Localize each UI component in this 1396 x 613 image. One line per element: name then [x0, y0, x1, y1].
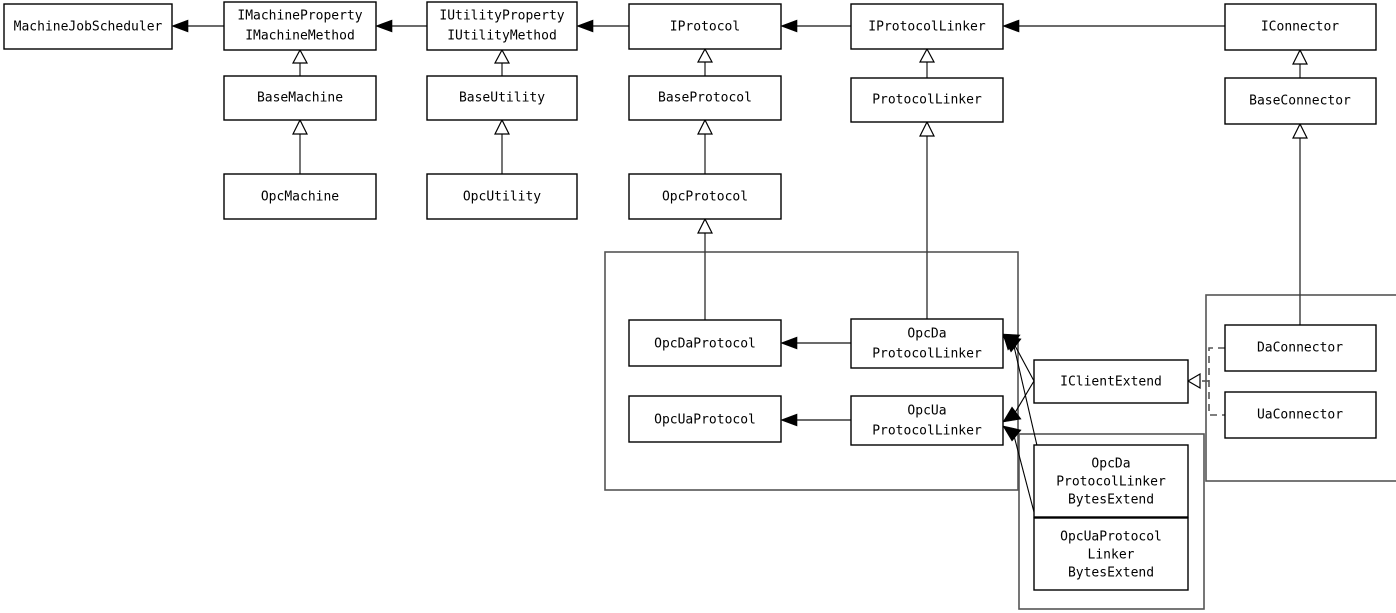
class-label: ProtocolLinker — [872, 93, 982, 108]
class-opcdaprotocol[interactable]: OpcDaProtocol — [628, 319, 782, 367]
class-label: OpcUaProtocol — [654, 413, 756, 428]
class-opcuaprotocollinker[interactable]: OpcUa ProtocolLinker — [850, 395, 1004, 446]
arrowhead-iutility — [576, 19, 594, 33]
class-opcuaprotocollinkerbytesextend[interactable]: OpcUaProtocol Linker BytesExtend — [1033, 517, 1189, 591]
triangle-baseutility — [494, 118, 510, 135]
class-label: MachineJobScheduler — [14, 20, 163, 35]
class-imachineproperty[interactable]: IMachineProperty IMachineMethod — [223, 1, 377, 51]
arrowhead-iprotocol — [780, 19, 798, 33]
arrowhead-opcualinker-from-bytesextend — [1002, 425, 1022, 442]
class-label-line2: IUtilityMethod — [447, 29, 557, 44]
class-label: IConnector — [1261, 20, 1339, 35]
class-iconnector[interactable]: IConnector — [1224, 3, 1377, 51]
class-iutilityproperty[interactable]: IUtilityProperty IUtilityMethod — [426, 1, 578, 51]
class-basemachine[interactable]: BaseMachine — [223, 75, 377, 121]
edge-iclientextend-to-opcualinker — [1012, 380, 1035, 417]
class-label: BaseUtility — [459, 91, 545, 106]
class-baseutility[interactable]: BaseUtility — [426, 75, 578, 121]
triangle-protocollinker — [919, 120, 935, 137]
class-label-line1: IUtilityProperty — [439, 9, 564, 24]
class-baseconnector[interactable]: BaseConnector — [1224, 77, 1377, 125]
class-opcutility[interactable]: OpcUtility — [426, 173, 578, 220]
class-daconnector[interactable]: DaConnector — [1224, 324, 1377, 372]
arrowhead-opcdaprotocol — [780, 336, 798, 350]
class-label: BaseConnector — [1249, 94, 1351, 109]
class-label-line2: ProtocolLinker — [872, 347, 982, 362]
class-boxes: MachineJobScheduler IMachineProperty IMa… — [3, 1, 1377, 591]
class-label: OpcMachine — [261, 190, 339, 205]
arrowhead-opcdalinker-from-bytesextend — [1002, 333, 1021, 351]
class-label: OpcProtocol — [662, 190, 748, 205]
class-label-line2: ProtocolLinker — [872, 424, 982, 439]
class-label-line3: BytesExtend — [1068, 566, 1154, 581]
class-label-line2: Linker — [1088, 548, 1135, 563]
arrowhead-opcuaprotocol — [780, 413, 798, 427]
class-label-line1: OpcUaProtocol — [1060, 530, 1162, 545]
class-opcdaprotocollinker[interactable]: OpcDa ProtocolLinker — [850, 318, 1004, 369]
arrowhead-imachine — [375, 19, 393, 33]
class-opcuaprotocol[interactable]: OpcUaProtocol — [628, 395, 782, 443]
class-label: BaseProtocol — [658, 91, 752, 106]
triangle-iprotocol — [696, 47, 714, 63]
class-protocollinker[interactable]: ProtocolLinker — [850, 77, 1004, 123]
arrowhead-opcualinker-from-iclientextend — [1002, 406, 1022, 423]
class-label: BaseMachine — [257, 91, 343, 106]
class-label: DaConnector — [1257, 341, 1343, 356]
triangle-basemachine — [292, 118, 308, 135]
class-opcmachine[interactable]: OpcMachine — [223, 173, 377, 220]
class-label-line1: OpcDa — [907, 327, 946, 342]
class-iprotocollinker[interactable]: IProtocolLinker — [850, 3, 1004, 50]
class-label: OpcDaProtocol — [654, 337, 756, 352]
class-label-line2: IMachineMethod — [245, 29, 355, 44]
group-protocol-linkers — [604, 251, 1019, 491]
class-label: UaConnector — [1257, 408, 1343, 423]
class-label-line1: OpcDa — [1091, 457, 1130, 472]
class-opcprotocol[interactable]: OpcProtocol — [628, 173, 782, 220]
edge-daconnector-to-iclientextend — [1208, 347, 1225, 416]
group-bytes-extends — [1018, 433, 1205, 610]
class-baseprotocol[interactable]: BaseProtocol — [628, 75, 782, 121]
class-uaconnector[interactable]: UaConnector — [1224, 391, 1377, 439]
triangle-opcprotocol — [697, 217, 713, 234]
group-containers — [604, 251, 1396, 610]
class-iprotocol[interactable]: IProtocol — [628, 3, 782, 50]
triangle-iclientextend-realization — [1186, 372, 1201, 390]
edge-iclientextend-to-opcdalinker — [1012, 341, 1035, 382]
class-label-line1: OpcUa — [907, 404, 946, 419]
class-label-line3: BytesExtend — [1068, 493, 1154, 508]
group-connectors — [1205, 294, 1396, 482]
arrowhead-iprotocollinker — [1002, 19, 1020, 33]
triangle-imachine — [291, 48, 309, 64]
class-label: IProtocolLinker — [868, 20, 986, 35]
triangle-iutility — [493, 48, 511, 64]
triangle-iconnector — [1292, 48, 1308, 65]
triangle-baseconnector — [1292, 122, 1308, 139]
class-label-line2: ProtocolLinker — [1056, 475, 1166, 490]
triangle-baseprotocol — [697, 118, 713, 135]
class-label: IClientExtend — [1060, 375, 1162, 390]
triangle-iprotocollinker — [918, 47, 936, 63]
class-opcdaprotocollinkerbytesextend[interactable]: OpcDa ProtocolLinker BytesExtend — [1033, 444, 1189, 518]
arrowhead-scheduler — [171, 19, 189, 33]
class-machinejobscheduler[interactable]: MachineJobScheduler — [3, 3, 173, 50]
class-label: IProtocol — [670, 20, 740, 35]
class-iclientextend[interactable]: IClientExtend — [1033, 359, 1189, 404]
relation-edges — [171, 19, 1308, 555]
class-label: OpcUtility — [463, 190, 541, 205]
class-label-line1: IMachineProperty — [237, 9, 362, 24]
